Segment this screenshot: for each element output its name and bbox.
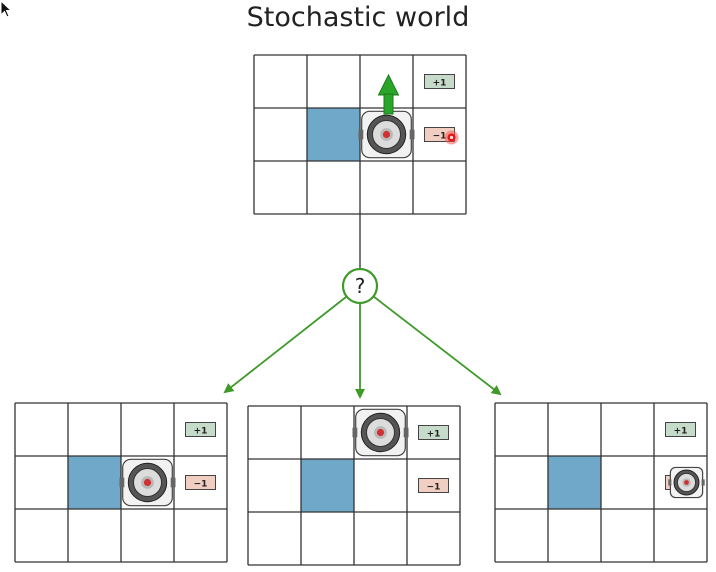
reward-negative-label: −1 [427,483,441,493]
outcome-arrow-right [372,295,502,396]
outcome-arrow-left [223,295,348,394]
chance-node-circle [341,267,379,305]
wall-cell [307,108,360,161]
reward-negative-tag [185,475,216,490]
grid-outcome-right: +1−1 [494,402,708,563]
robot-eye [376,428,385,437]
wall-cell [301,459,354,512]
reward-positive-label: +1 [194,427,208,437]
wall-cell [68,456,121,509]
robot-icon [119,458,176,507]
mouse-pointer-icon [0,0,13,18]
reward-negative-tag [418,478,449,493]
action-arrow-head [377,73,400,96]
reward-positive-label: +1 [427,430,441,440]
grid-outcome-middle: +1 −1 [247,405,461,566]
robot-wheel-left [358,129,364,140]
robot-wheel-right [403,427,409,438]
robot-icon [668,466,705,499]
grid-current: +1 −1 [253,54,467,215]
target-dot-center [449,135,454,140]
red-dot-icon [444,130,459,145]
reward-positive-tag [424,74,455,89]
chance-node-icon: ? [341,267,379,305]
robot-wheel-right [170,477,176,488]
title: Stochastic world [246,2,470,33]
robot-eye [684,480,689,485]
robot-wheel-left [668,479,672,486]
robot-wheel-left [119,477,125,488]
up-arrow-icon [377,73,400,115]
robot-eye [143,478,152,487]
reward-positive-tag [185,422,216,437]
reward-positive-tag [418,425,449,440]
grid-outcome-left: +1 −1 [14,402,228,563]
reward-negative-label: −1 [433,132,447,142]
robot-wheel-right [409,129,415,140]
reward-positive-label: +1 [674,427,688,437]
reward-positive-label: +1 [433,79,447,89]
robot-eye [382,130,391,139]
chance-node-label: ? [355,274,366,298]
wall-cell [548,456,601,509]
robot-wheel-right [701,479,705,486]
reward-negative-label: −1 [194,480,208,490]
robot-icon [352,408,409,457]
robot-wheel-left [352,427,358,438]
action-arrow-shaft [383,93,394,115]
reward-positive-tag [665,422,696,437]
robot-icon [358,110,415,159]
